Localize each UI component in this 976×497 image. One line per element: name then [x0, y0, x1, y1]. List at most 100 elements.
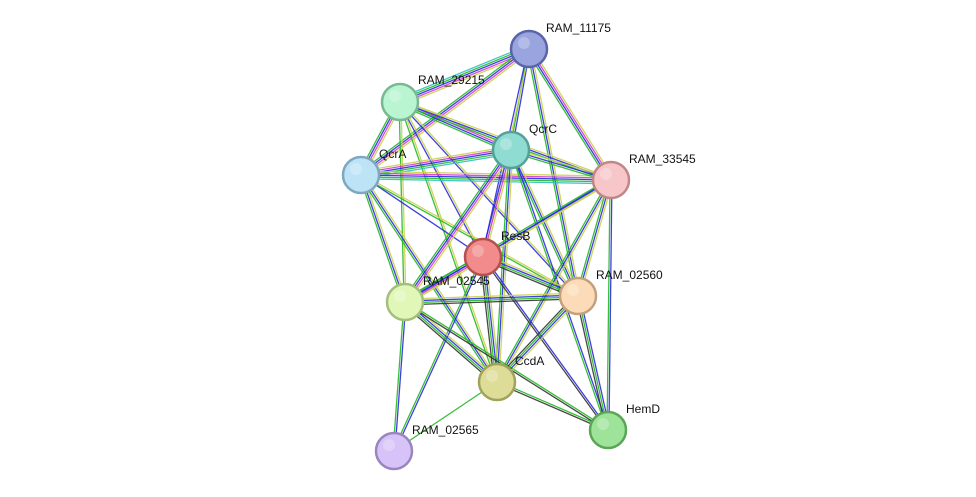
edge-RAM_11175-RAM_29215[interactable]	[398, 44, 531, 107]
edge-QcrA-RAM_02560[interactable]	[360, 173, 579, 298]
node-RAM_33545[interactable]: RAM_33545	[591, 152, 696, 200]
node-circle[interactable]	[385, 282, 425, 322]
edge-line-cooccurrence	[577, 295, 609, 431]
edge-line-coexpression	[494, 293, 577, 381]
edge-line-cooccurrence	[358, 175, 404, 303]
edge-line-neighborhood	[403, 149, 511, 302]
node-circle[interactable]	[558, 276, 598, 316]
edge-line-textmining	[498, 150, 514, 383]
node-circle[interactable]	[463, 237, 503, 277]
edge-line-coexpression	[481, 257, 608, 431]
node-RAM_02560[interactable]: RAM_02560	[558, 268, 663, 316]
edge-line-coexpression	[575, 296, 607, 431]
edge-line-textmining	[498, 297, 581, 385]
node-circle[interactable]	[509, 29, 549, 69]
edge-line-experiments	[361, 49, 530, 177]
edge-ResB-HemD[interactable]	[481, 256, 610, 431]
edge-line-experiments	[529, 48, 613, 180]
edge-RAM_02545-RAM_02565[interactable]	[392, 301, 407, 452]
node-circle[interactable]	[477, 362, 517, 402]
edge-line-neighborhood	[360, 174, 612, 181]
edge-line-neighborhood	[483, 256, 610, 430]
edge-line-cooccurrence	[509, 150, 608, 431]
edge-line-neighborhood	[394, 302, 407, 452]
edge-RAM_02560-CcdA[interactable]	[494, 293, 581, 385]
edge-RAM_02545-RAM_02560[interactable]	[404, 292, 579, 306]
edge-line-neighborhood	[527, 49, 611, 181]
edge-QcrA-QcrC[interactable]	[360, 145, 512, 180]
node-HemD[interactable]: HemD	[588, 402, 660, 450]
edge-line-neighborhood	[497, 296, 580, 384]
node-label: RAM_02565	[412, 423, 479, 437]
edge-RAM_33545-HemD[interactable]	[606, 179, 613, 431]
edge-line-neighborhood	[496, 179, 612, 383]
edge-line-neighborhood	[404, 294, 578, 302]
edge-line-database	[361, 153, 512, 180]
node-highlight	[567, 284, 579, 296]
node-highlight	[600, 168, 612, 180]
edge-line-experiments	[400, 50, 530, 105]
edge-QcrA-RAM_02545[interactable]	[358, 174, 408, 303]
node-highlight	[472, 245, 484, 257]
node-highlight	[350, 163, 362, 175]
edge-line-textmining	[362, 173, 500, 382]
edge-line-cooccurrence	[403, 302, 497, 384]
edge-QcrC-RAM_02545[interactable]	[402, 147, 514, 305]
edge-line-neighborhood	[360, 174, 484, 258]
node-ResB[interactable]: ResB	[463, 229, 530, 277]
edge-line-cooccurrence	[405, 300, 609, 430]
node-RAM_02565[interactable]: RAM_02565	[374, 423, 479, 471]
edge-line-neighborhood	[394, 257, 485, 452]
edge-line-neighborhood	[360, 149, 512, 176]
node-highlight	[389, 90, 401, 102]
edge-line-experiments	[360, 147, 511, 174]
edge-line-neighborhood	[510, 149, 579, 297]
node-circle[interactable]	[380, 82, 420, 122]
node-highlight	[486, 370, 498, 382]
edge-RAM_11175-RAM_33545[interactable]	[526, 47, 614, 182]
node-circle[interactable]	[588, 410, 628, 450]
node-highlight	[597, 418, 609, 430]
node-label: RAM_29215	[418, 73, 485, 87]
edge-QcrA-ResB[interactable]	[360, 174, 484, 258]
edge-line-cooccurrence	[361, 151, 512, 178]
edge-line-textmining	[406, 299, 500, 381]
node-circle[interactable]	[591, 160, 631, 200]
edge-CcdA-HemD[interactable]	[496, 380, 609, 432]
edge-line-textmining	[530, 47, 614, 179]
edge-line-neighborhood	[360, 174, 406, 303]
edge-RAM_02545-CcdA[interactable]	[402, 299, 500, 385]
edge-ResB-RAM_02565[interactable]	[392, 256, 485, 452]
node-RAM_29215[interactable]: RAM_29215	[380, 73, 485, 122]
edge-RAM_33545-CcdA[interactable]	[494, 178, 614, 384]
edge-line-neighborhood	[608, 180, 613, 431]
edge-CcdA-RAM_02565[interactable]	[393, 381, 498, 452]
edge-line-cooccurrence	[497, 380, 609, 430]
node-RAM_11175[interactable]: RAM_11175	[509, 21, 611, 69]
node-RAM_02545[interactable]: RAM_02545	[385, 274, 490, 322]
node-CcdA[interactable]: CcdA	[477, 354, 544, 402]
edge-line-textmining	[360, 145, 511, 172]
edge-RAM_11175-QcrA[interactable]	[358, 46, 532, 178]
node-label: CcdA	[515, 354, 544, 368]
node-circle[interactable]	[341, 155, 381, 195]
edge-RAM_02560-HemD[interactable]	[575, 295, 611, 431]
node-QcrA[interactable]: QcrA	[341, 147, 406, 195]
node-label: QcrA	[379, 147, 406, 161]
edge-line-textmining	[361, 170, 612, 177]
edge-QcrA-RAM_33545[interactable]	[360, 170, 612, 185]
edge-line-neighborhood	[405, 300, 499, 382]
node-circle[interactable]	[491, 130, 531, 170]
edge-RAM_33545-RAM_02560[interactable]	[575, 179, 614, 297]
edge-line-coexpression	[405, 298, 579, 306]
edge-line-neighborhood	[399, 48, 530, 103]
node-label: RAM_02560	[596, 268, 663, 282]
edge-line-textmining	[579, 180, 614, 297]
edge-line-experiments	[405, 150, 513, 303]
edge-line-cooccurrence	[481, 257, 497, 383]
edge-line-cooccurrence	[494, 178, 610, 382]
node-circle[interactable]	[374, 431, 414, 471]
node-QcrC[interactable]: QcrC	[491, 122, 557, 170]
node-highlight	[500, 138, 512, 150]
